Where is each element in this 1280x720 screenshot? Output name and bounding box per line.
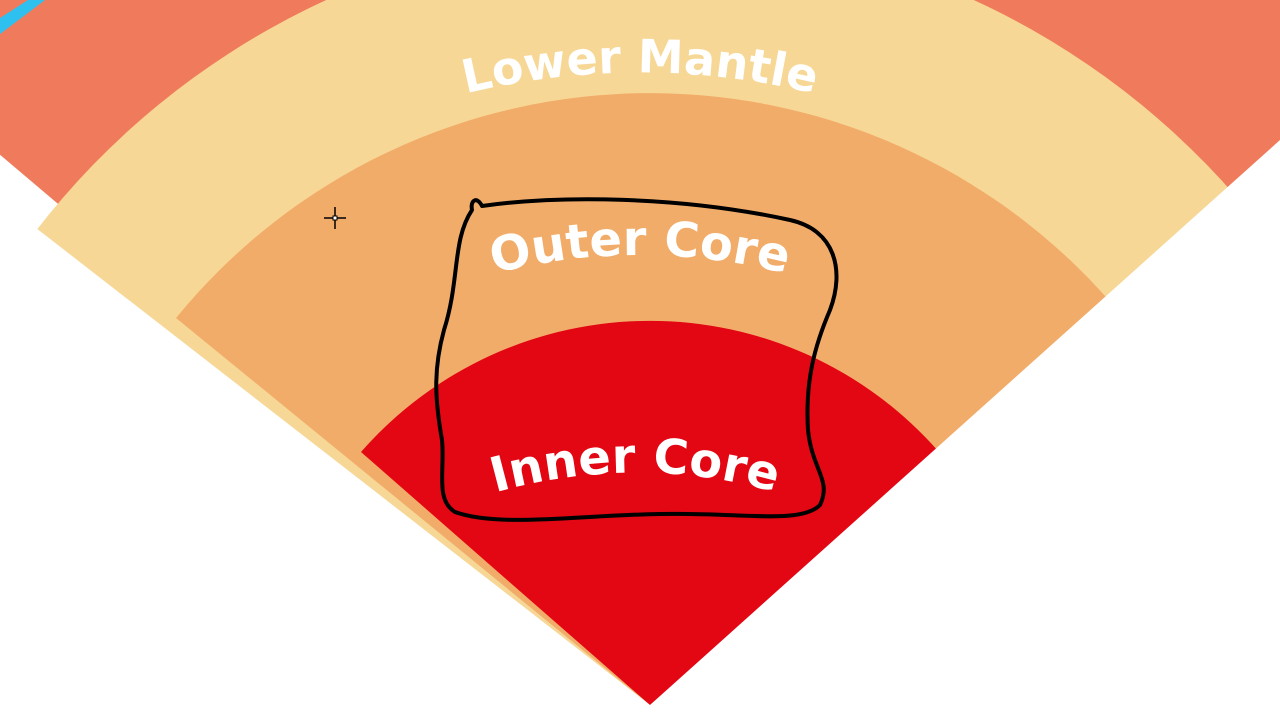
crosshair-cursor-icon [324, 207, 346, 229]
left-background [0, 200, 650, 720]
accent-stripe [0, 0, 45, 34]
right-background [650, 140, 1280, 720]
hand-drawn-outline [434, 197, 839, 522]
